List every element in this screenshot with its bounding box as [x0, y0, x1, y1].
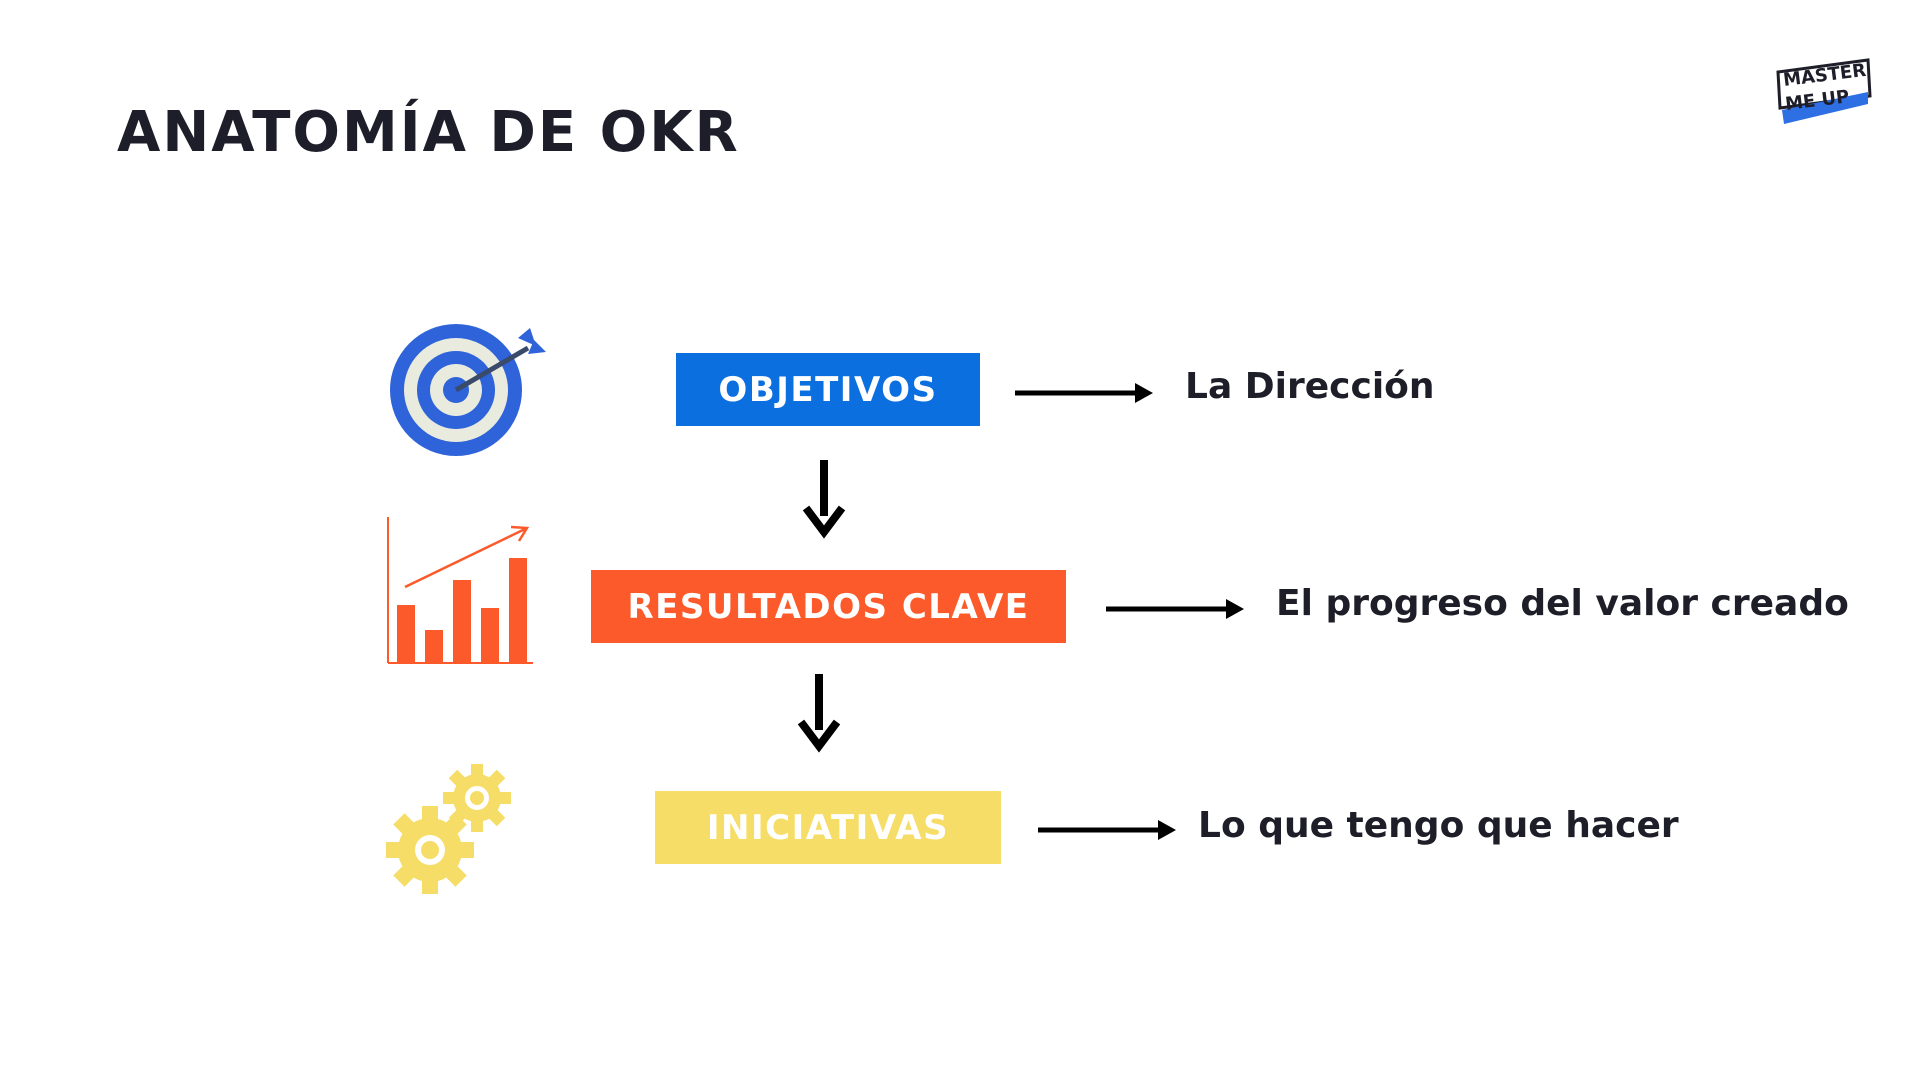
objectives-description: La Dirección: [1185, 366, 1435, 407]
right-arrow-3: [1038, 820, 1176, 840]
right-arrow-2: [1106, 599, 1244, 619]
down-arrow-2: [797, 674, 841, 753]
key-results-box: RESULTADOS CLAVE: [591, 570, 1066, 643]
gears-icon: [386, 764, 511, 894]
target-icon: [390, 324, 546, 456]
master-me-up-logo: MASTER ME UP: [1776, 58, 1872, 124]
initiatives-box: INICIATIVAS: [655, 791, 1001, 864]
down-arrow-1: [802, 460, 846, 539]
right-arrow-1: [1015, 383, 1153, 403]
objectives-box: OBJETIVOS: [676, 353, 980, 426]
bar-chart-growth-icon: [387, 517, 533, 664]
initiatives-description: Lo que tengo que hacer: [1198, 805, 1679, 846]
page-title: ANATOMÍA DE OKR: [117, 100, 740, 165]
key-results-description: El progreso del valor creado: [1276, 583, 1849, 624]
